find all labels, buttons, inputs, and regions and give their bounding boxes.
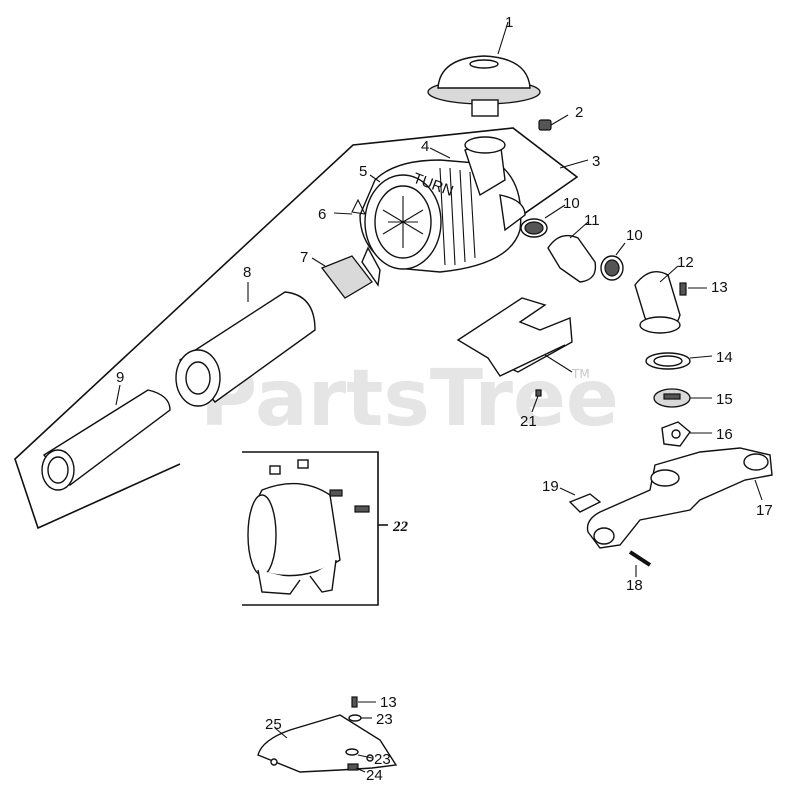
callout-1: 1 — [505, 14, 513, 31]
part-14-gasket[interactable] — [645, 352, 713, 370]
part-13-screw[interactable] — [679, 282, 707, 296]
callout-22: 22 — [392, 519, 409, 535]
callout-19: 19 — [542, 478, 559, 495]
callout-2: 2 — [575, 104, 583, 121]
callout-21: 21 — [520, 413, 537, 430]
callout-10b: 10 — [626, 227, 643, 244]
callout-16: 16 — [716, 426, 733, 443]
callout-6: 6 — [318, 206, 326, 223]
callout-15: 15 — [716, 391, 733, 408]
part-5-leader — [369, 174, 381, 183]
callouts: 1 2 3 4 5 6 7 8 9 10 10 11 12 13 14 15 1… — [116, 14, 773, 784]
callout-23a: 23 — [376, 711, 393, 728]
callout-4: 4 — [421, 138, 429, 155]
part-4-leader — [429, 147, 451, 159]
part-25-bracket[interactable] — [257, 714, 398, 773]
part-19-gasket[interactable] — [559, 487, 602, 513]
part-9-secondary-element[interactable] — [41, 384, 171, 491]
part-5-cover[interactable]: TURN — [361, 170, 456, 287]
part-15-adapter[interactable] — [653, 388, 712, 408]
part-2-fitting[interactable] — [538, 114, 569, 131]
callout-11: 11 — [584, 212, 600, 229]
watermark-text: PartsTree — [200, 354, 619, 444]
part-21-bracket[interactable] — [456, 297, 573, 413]
part-24-nut[interactable] — [347, 763, 366, 773]
callout-10a: 10 — [563, 195, 580, 212]
part-17-manifold[interactable] — [586, 447, 773, 549]
callout-18: 18 — [626, 577, 643, 594]
callout-8: 8 — [243, 264, 251, 281]
part-11-hose[interactable] — [547, 221, 597, 283]
part-12-elbow[interactable] — [634, 265, 681, 334]
part-10-clamp-b[interactable] — [600, 242, 626, 281]
callout-5: 5 — [359, 163, 367, 180]
part-23-washer-b[interactable] — [345, 748, 373, 759]
part-8-primary-element[interactable] — [175, 282, 316, 407]
part-18-bolt[interactable] — [628, 550, 652, 577]
callout-12: 12 — [677, 254, 694, 271]
part-6-clip[interactable] — [333, 198, 366, 215]
callout-23b: 23 — [374, 751, 391, 768]
part-22-inset[interactable] — [242, 451, 388, 606]
part-1-precleaner-cap[interactable] — [427, 21, 541, 117]
callout-17: 17 — [756, 502, 773, 519]
callout-13a: 13 — [711, 279, 728, 296]
callout-13b: 13 — [380, 694, 397, 711]
part-16-gasket[interactable] — [661, 421, 712, 447]
callout-7: 7 — [300, 249, 308, 266]
callout-25: 25 — [265, 716, 282, 733]
part-13-screw-b[interactable] — [351, 696, 376, 708]
part-3-leader — [559, 159, 589, 169]
part-7-valve[interactable] — [311, 255, 373, 299]
callout-24: 24 — [366, 767, 383, 784]
part-23-washer-a[interactable] — [348, 714, 372, 722]
callout-9: 9 — [116, 369, 124, 386]
callout-14: 14 — [716, 349, 733, 366]
callout-3: 3 — [592, 153, 600, 170]
part-10-clamp-a[interactable] — [520, 204, 566, 238]
watermark-trademark: TM — [571, 367, 590, 381]
watermark: PartsTree TM — [200, 354, 619, 444]
kit-outline — [14, 127, 579, 530]
